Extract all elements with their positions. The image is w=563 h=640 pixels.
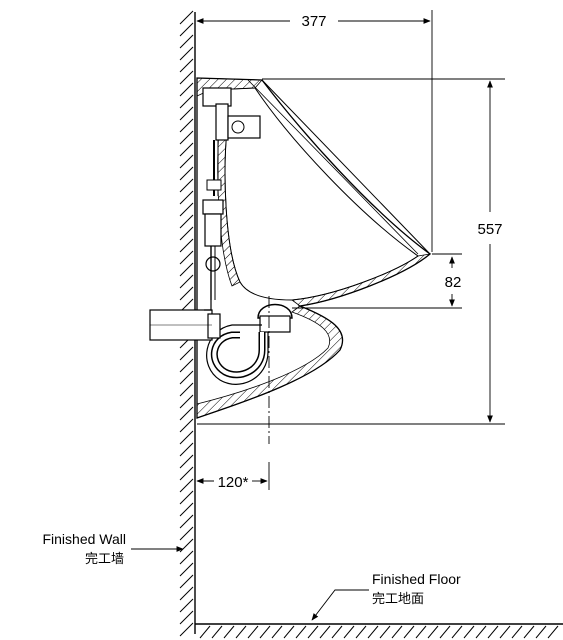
dimension-outlet-offset-label: 120* — [218, 474, 249, 491]
urinal-body — [196, 77, 432, 419]
finished-wall-label: Finished Wall 完工墙 — [42, 531, 184, 567]
floor-hatching — [199, 625, 559, 639]
finished-wall-label-en: Finished Wall — [42, 531, 126, 547]
dimension-lip: 82 — [292, 253, 462, 309]
wall-hatching — [179, 10, 194, 637]
dimension-width: 377 — [196, 10, 433, 252]
finished-wall-label-zh: 完工墙 — [85, 552, 124, 567]
flush-valve-assembly — [202, 87, 261, 311]
dimension-lip-label: 82 — [445, 274, 462, 291]
waste-pipe — [149, 309, 221, 341]
finished-floor-label: Finished Floor 完工地面 — [311, 571, 461, 621]
dimension-height: 557 — [197, 78, 505, 425]
dimension-width-label: 377 — [301, 13, 326, 30]
finished-floor — [195, 623, 563, 639]
finished-floor-label-zh: 完工地面 — [372, 592, 424, 607]
trap-assembly — [206, 303, 293, 385]
finished-floor-label-en: Finished Floor — [372, 571, 461, 587]
dimension-outlet-offset: 120* — [196, 474, 268, 491]
dimension-height-label: 557 — [477, 221, 502, 238]
